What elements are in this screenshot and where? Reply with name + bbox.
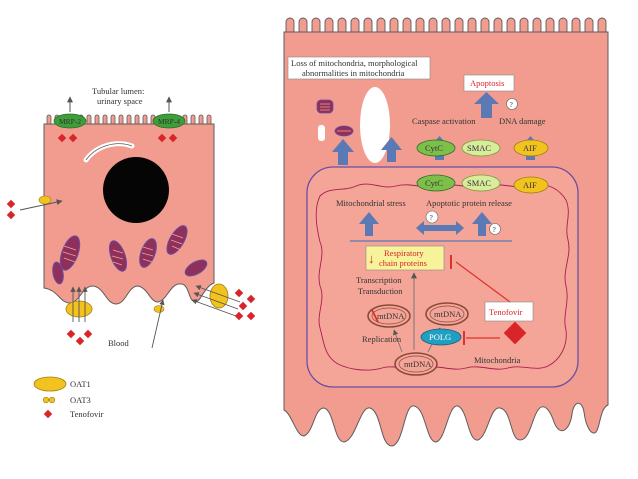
svg-text:?: ?	[493, 225, 497, 234]
respiratory-down-arrow: ↓	[368, 251, 375, 266]
replication-arrow-left	[393, 329, 403, 353]
apoptosis-box	[463, 74, 515, 92]
oat1-bottom-arrows	[70, 286, 88, 322]
blood-label: Blood	[108, 338, 130, 348]
svg-text:AIF: AIF	[523, 180, 537, 190]
mrp4-transporter	[152, 113, 186, 129]
unknown-mark-top: ?	[506, 98, 518, 110]
oat1-right-arrows	[191, 285, 241, 317]
nucleus	[103, 157, 169, 223]
vacuole	[360, 87, 390, 163]
mrp2-label: MRP-2	[59, 117, 81, 126]
left-tubular-cell: Tubular lumen: urinary space MRP-2 MRP-4…	[6, 86, 256, 349]
respiratory-chain-box	[365, 245, 445, 271]
tenofovir-box	[484, 301, 534, 322]
tenofovir-to-respiratory-inhibit	[455, 261, 511, 303]
cytc-released	[416, 139, 456, 157]
mitochondria-label: Mitochondria	[474, 355, 520, 365]
svg-text:?: ?	[430, 213, 434, 222]
lumen-label-line1: Tubular lumen:	[92, 86, 144, 96]
apoptosis-label: Apoptosis	[470, 78, 504, 88]
damaged-mitochondria	[316, 99, 354, 137]
vacuole-small	[318, 125, 325, 141]
unknown-mark-mid: ?	[425, 210, 439, 224]
svg-text:mtDNA: mtDNA	[404, 359, 432, 369]
polg-label: POLG	[429, 332, 451, 342]
left-mitochondria	[52, 225, 208, 285]
tenofovir-oat1-bottom	[66, 329, 93, 346]
tenofovir-at-mrp2	[57, 133, 78, 143]
oat3-icon	[42, 396, 56, 404]
legend: OAT1 OAT3 Tenofovir	[33, 376, 104, 419]
respiratory-line1: Respiratory	[384, 248, 424, 258]
mito-stress-label: Mitochondrial stress	[336, 198, 406, 208]
loss-label-box	[287, 56, 431, 80]
smac-mito	[461, 174, 501, 192]
svg-text:mtDNA: mtDNA	[377, 311, 405, 321]
oat1-right-transporter	[209, 283, 229, 309]
tenofovir-box-label: Tenofovir	[489, 307, 523, 317]
loss-label-line1: Loss of mitochondria, morphological	[291, 58, 418, 68]
svg-text:SMAC: SMAC	[467, 143, 491, 153]
mrp4-label: MRP-4	[158, 117, 180, 126]
legend-oat1-label: OAT1	[70, 379, 91, 389]
tenofovir-at-mrp4	[157, 133, 178, 143]
apoptotic-release-label: Apoptotic protein release	[426, 198, 512, 208]
mtdna-right: mtDNA	[425, 302, 469, 326]
svg-text:AIF: AIF	[523, 143, 537, 153]
dna-damage-label: DNA damage	[499, 116, 546, 126]
left-entry-arrow	[19, 199, 63, 211]
tenofovir-left-entry	[6, 199, 16, 220]
tenofovir-oat1-right	[234, 288, 256, 321]
transcription-label: Transcription	[356, 275, 402, 285]
cytc-mito	[416, 174, 456, 192]
svg-text:SMAC: SMAC	[467, 178, 491, 188]
aif-released	[513, 139, 549, 157]
oat3-entry-arrow	[151, 299, 165, 349]
svg-text:CytC: CytC	[425, 143, 443, 153]
oat1-icon	[33, 376, 67, 392]
oat3-left-transporter	[38, 195, 52, 205]
unknown-mark-right: ?	[489, 223, 501, 235]
legend-oat3-label: OAT3	[70, 395, 91, 405]
tenofovir-molecule	[503, 321, 527, 345]
loss-label-line2: abnormalities in mitochondria	[302, 68, 405, 78]
right-enlarged-cell: Loss of mitochondria, morphological abno…	[283, 17, 609, 447]
polg-enzyme	[420, 328, 462, 346]
mrp2-transporter	[53, 113, 87, 129]
svg-text:?: ?	[510, 100, 514, 109]
lumen-label-line2: urinary space	[97, 96, 143, 106]
blue-double-arrow	[416, 221, 464, 235]
replication-label: Replication	[362, 334, 402, 344]
caspase-activation-label: Caspase activation	[412, 116, 476, 126]
oat3-bottom-transporter	[153, 305, 165, 313]
mtdna-bottom: mtDNA	[394, 352, 438, 376]
legend-tenofovir-label: Tenofovir	[70, 409, 104, 419]
transduction-label: Transduction	[358, 286, 403, 296]
mtdna-left: mtDNA	[367, 304, 411, 328]
svg-text:mtDNA: mtDNA	[434, 309, 462, 319]
aif-mito	[513, 176, 549, 194]
svg-text:CytC: CytC	[425, 178, 443, 188]
smac-released	[461, 139, 501, 157]
respiratory-line2: chain proteins	[379, 258, 427, 268]
tenofovir-icon	[43, 409, 53, 419]
